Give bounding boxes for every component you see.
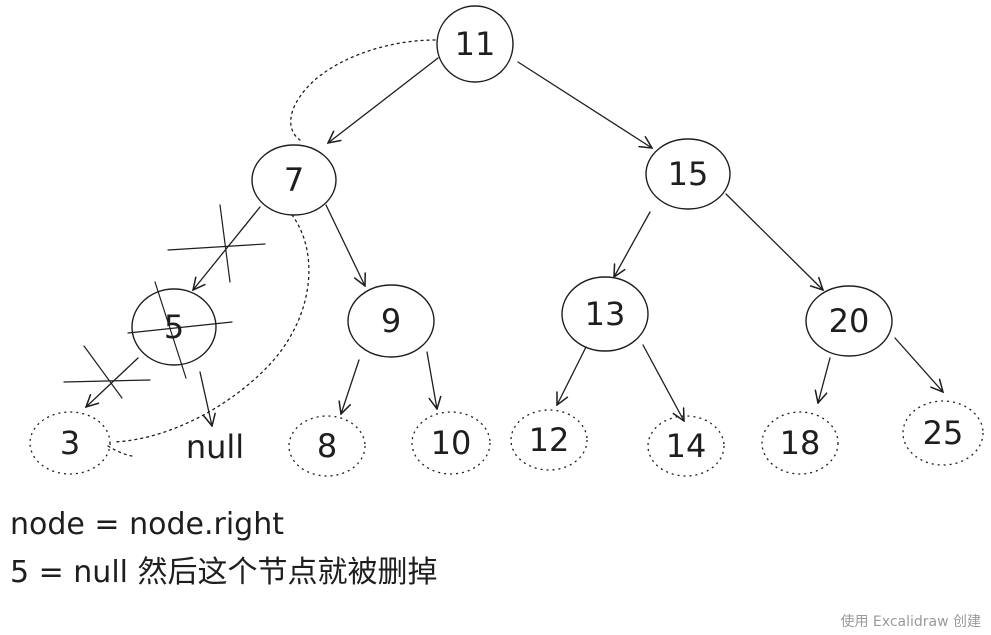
node-20-label: 20 xyxy=(829,302,870,340)
node-3-label: 3 xyxy=(60,424,80,462)
node-15: 15 xyxy=(645,138,731,210)
relink-curves xyxy=(107,39,436,457)
node-18-label: 18 xyxy=(780,424,821,462)
edge-7-to-5 xyxy=(193,206,261,290)
edge-9-to-8 xyxy=(341,359,360,414)
node-18: 18 xyxy=(761,411,839,475)
relink-curve-tail xyxy=(107,445,133,457)
edge-13-to-12 xyxy=(557,346,587,405)
strike-mark-edge-7-5 xyxy=(167,204,266,283)
strike-mark-edge-5-3 xyxy=(63,345,151,399)
node-14-label: 14 xyxy=(666,427,707,465)
node-13-label: 13 xyxy=(585,295,626,333)
tree-edges xyxy=(86,57,943,426)
node-20: 20 xyxy=(805,285,893,357)
node-25-label: 25 xyxy=(923,414,964,452)
edge-20-to-25 xyxy=(894,337,943,392)
node-9: 9 xyxy=(347,284,435,358)
edge-11-to-15 xyxy=(517,61,652,148)
node-12: 12 xyxy=(510,409,588,471)
caption-explanation-line: 5 = null 然后这个节点就被删掉 xyxy=(10,555,438,590)
node-5-label: 5 xyxy=(164,308,184,346)
null-child-label: null xyxy=(186,428,244,466)
edge-11-to-7 xyxy=(328,57,439,143)
solid-nodes: 11 7 15 5 9 13 20 xyxy=(131,5,893,366)
node-7: 7 xyxy=(251,144,337,216)
relink-curve-top xyxy=(290,39,436,141)
node-7-label: 7 xyxy=(284,161,304,199)
node-9-label: 9 xyxy=(381,302,401,340)
node-15-label: 15 xyxy=(668,155,709,193)
relink-curve-bottom xyxy=(112,214,310,443)
node-13: 13 xyxy=(561,276,649,352)
edge-20-to-18 xyxy=(818,357,831,403)
node-12-label: 12 xyxy=(529,421,570,459)
node-8-label: 8 xyxy=(317,427,337,465)
node-8: 8 xyxy=(288,415,366,477)
leaf-nodes: 3 8 10 12 14 18 25 xyxy=(29,400,984,477)
node-5-deleted: 5 xyxy=(131,288,217,366)
node-25: 25 xyxy=(902,400,984,466)
node-14: 14 xyxy=(647,415,725,477)
excalidraw-watermark: 使用 Excalidraw 创建 xyxy=(840,614,981,630)
edge-13-to-14 xyxy=(642,344,684,421)
edge-15-to-20 xyxy=(725,193,823,290)
node-3: 3 xyxy=(29,411,111,475)
strike-mark-node-5 xyxy=(127,281,233,379)
edge-15-to-13 xyxy=(614,211,651,277)
edge-9-to-10 xyxy=(426,351,437,409)
edge-7-to-9 xyxy=(325,204,365,286)
node-10-label: 10 xyxy=(431,424,472,462)
caption-code-line: node = node.right xyxy=(10,507,284,542)
node-10: 10 xyxy=(411,411,491,475)
strike-marks xyxy=(63,204,266,399)
edge-5-to-3 xyxy=(86,357,139,407)
node-11: 11 xyxy=(436,5,514,83)
edge-5-to-null xyxy=(199,371,212,426)
node-11-label: 11 xyxy=(455,25,496,63)
